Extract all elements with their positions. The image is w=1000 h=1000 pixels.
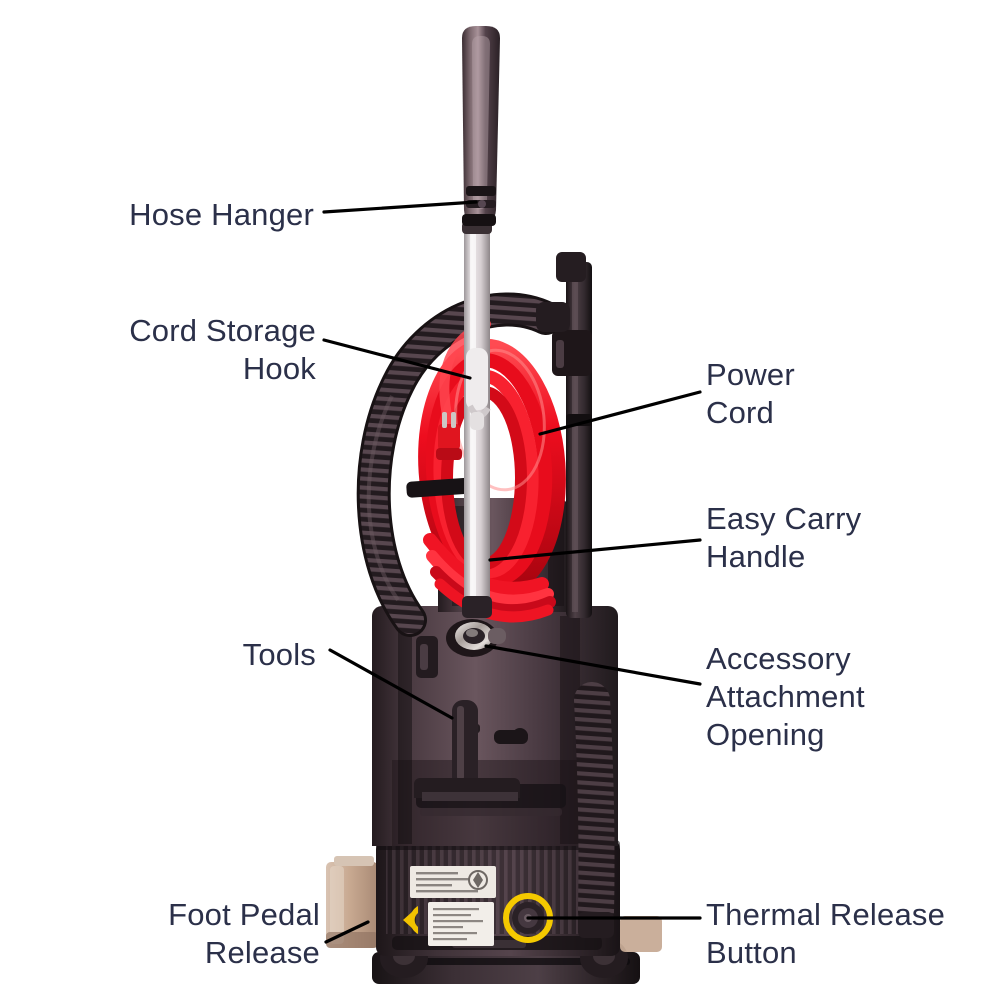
onboard-tools <box>414 700 520 801</box>
callout-accessory-attachment: Accessory Attachment Opening <box>706 641 865 752</box>
suction-hose-lower <box>574 682 615 938</box>
callout-hose-hanger: Hose Hanger <box>129 197 314 232</box>
callout-thermal-release: Thermal Release Button <box>706 897 946 970</box>
callout-tools: Tools <box>242 637 316 672</box>
yellow-arrow-marking <box>403 906 418 934</box>
callout-easy-carry-handle: Easy Carry Handle <box>706 501 862 574</box>
callout-foot-pedal-release: Foot Pedal Release <box>168 897 320 970</box>
handle-grip <box>462 26 500 226</box>
cord-strap <box>406 477 473 498</box>
suction-hose <box>356 292 570 637</box>
callout-power-cord: Power Cord <box>706 357 795 430</box>
spec-label-lower <box>428 902 494 946</box>
spec-label-upper <box>410 866 496 898</box>
cord-plug <box>436 412 462 460</box>
callout-cord-storage-hook: Cord Storage Hook <box>129 313 316 386</box>
extension-wand <box>552 252 592 618</box>
